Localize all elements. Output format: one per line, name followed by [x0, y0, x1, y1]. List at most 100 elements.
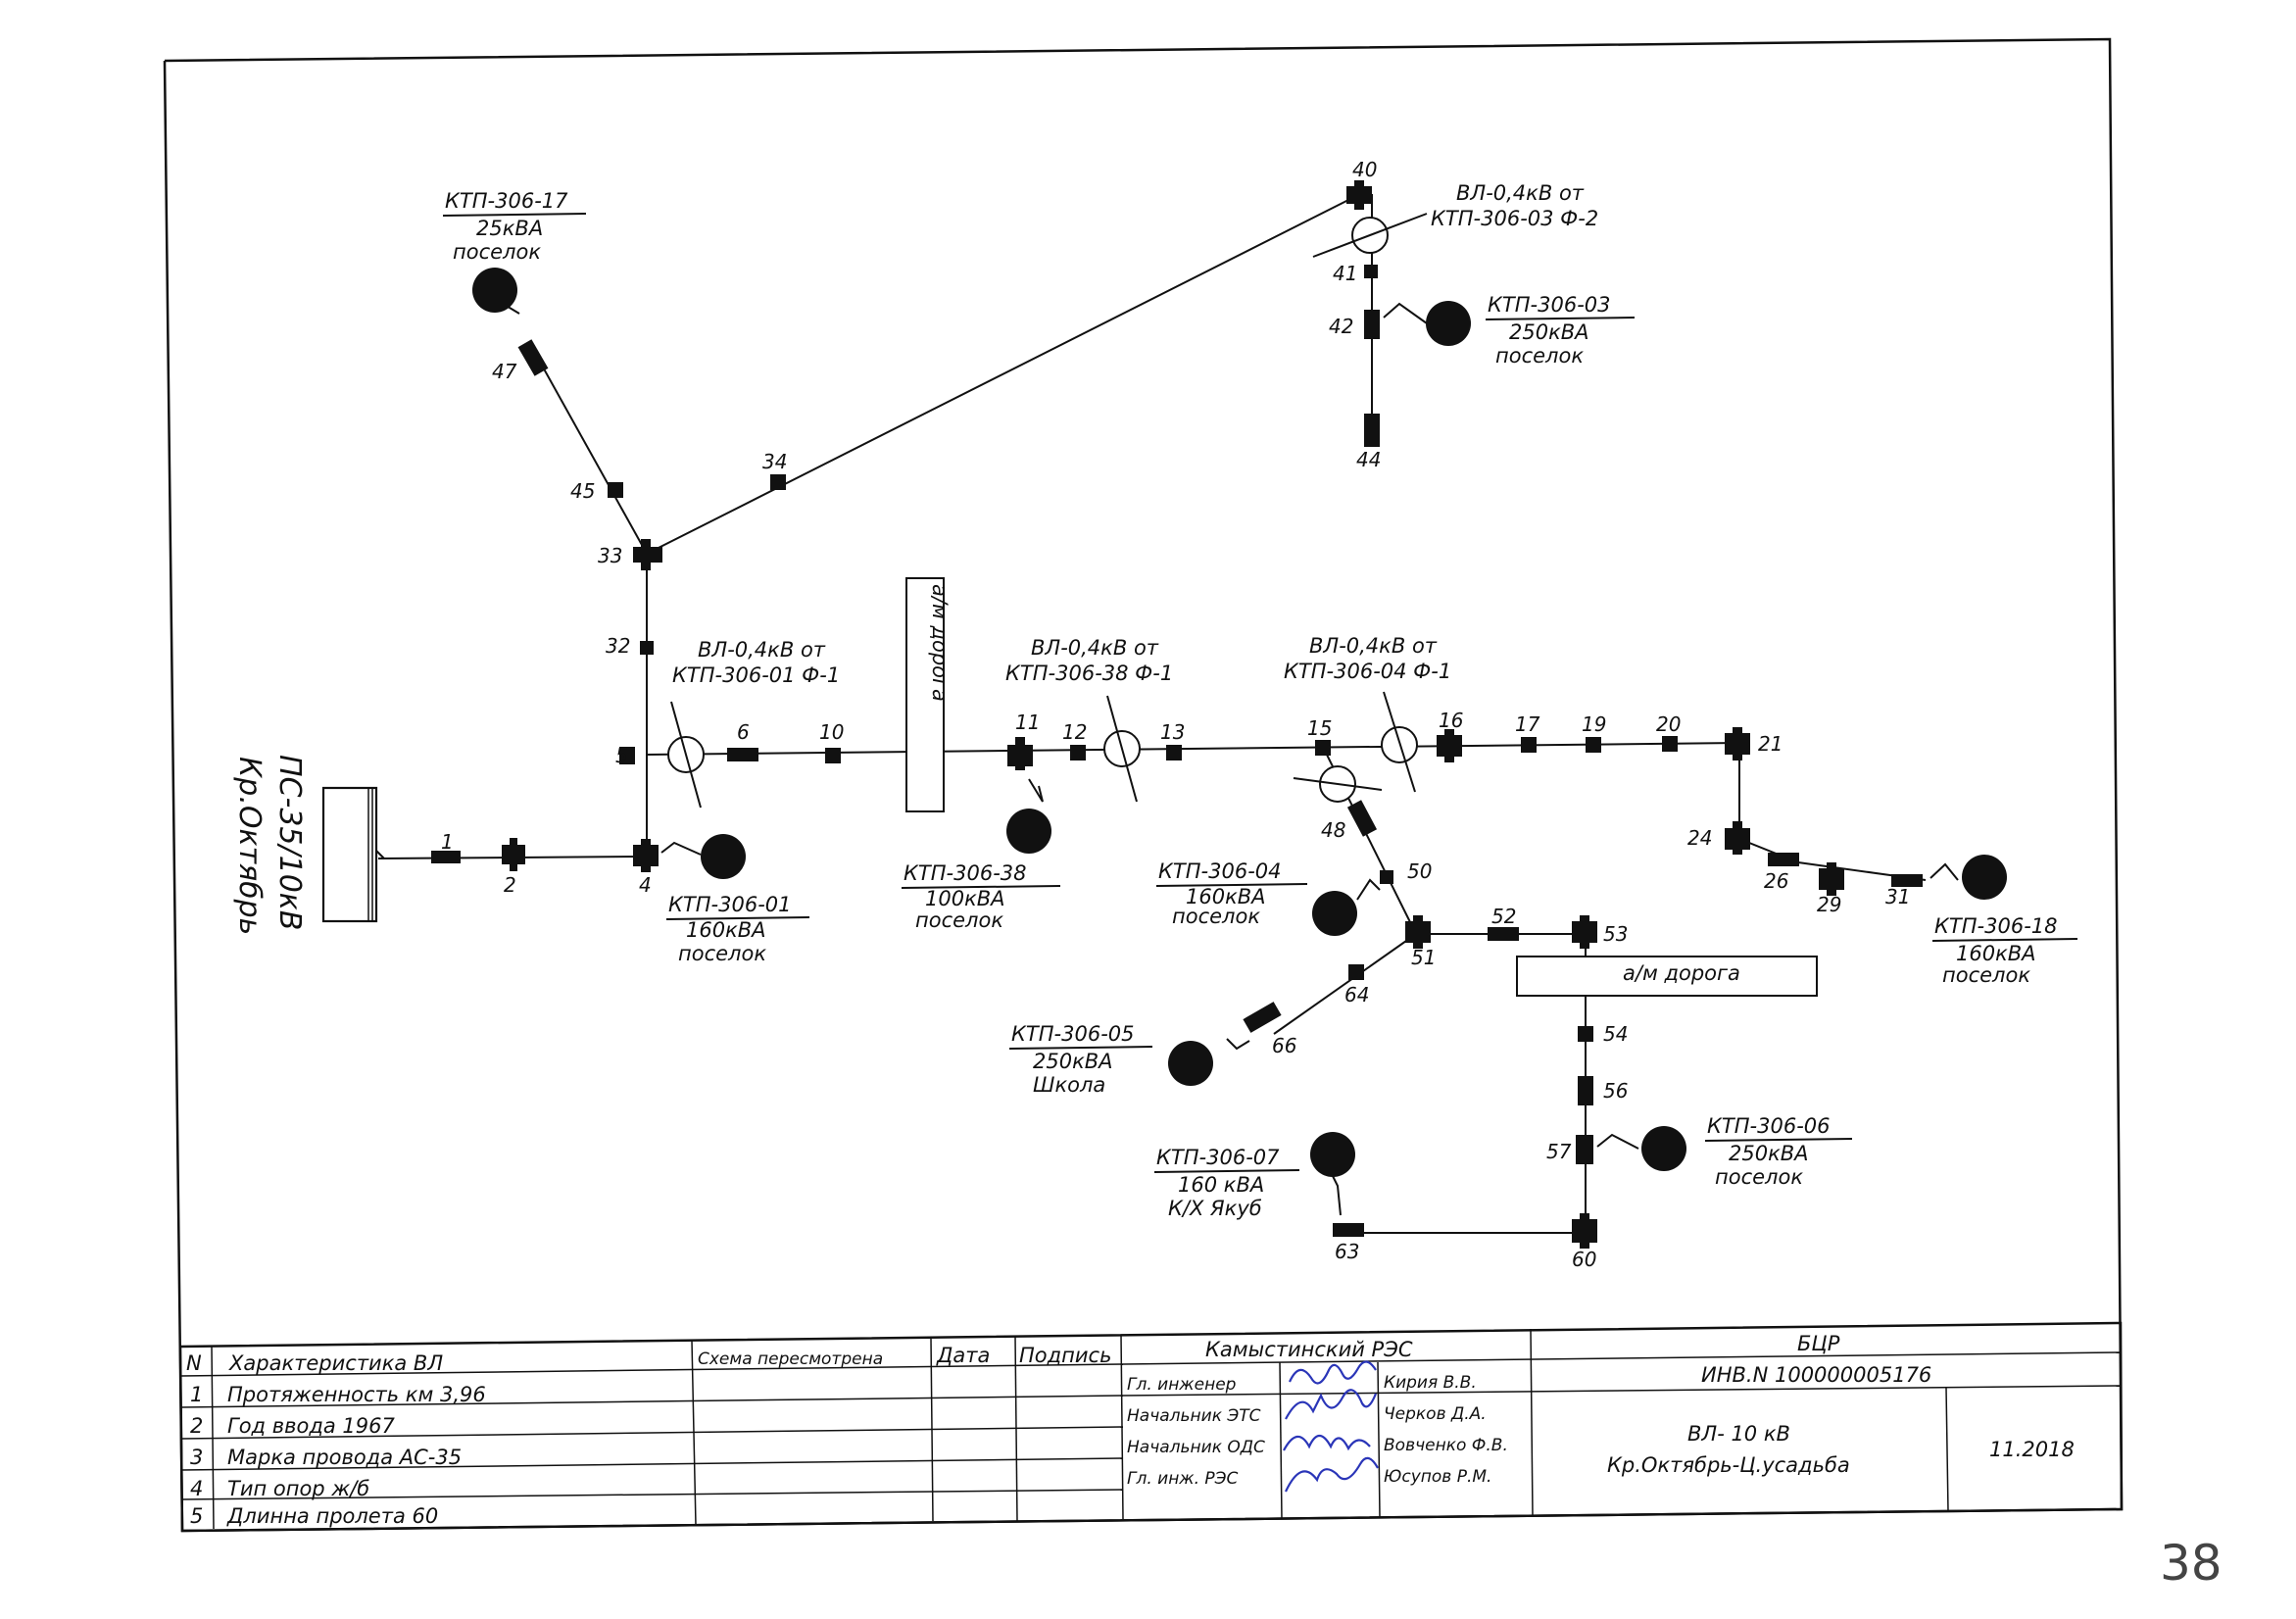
svg-text:250кВА: 250кВА	[1033, 1050, 1113, 1073]
title-block: N Характеристика ВЛ 1 Протяженность км 3…	[178, 1321, 2124, 1533]
ktp-306-18-label: КТП-306-18 160кВА поселок	[1931, 914, 2078, 987]
road-vertical	[905, 577, 945, 812]
svg-text:КТП-306-01: КТП-306-01	[668, 893, 792, 916]
ktp-306-07-label: КТП-306-07 160 кВА К/Х Якуб	[1153, 1146, 1300, 1220]
svg-text:48: 48	[1321, 818, 1345, 842]
svg-text:КТП-306-38 Ф-1: КТП-306-38 Ф-1	[1005, 662, 1173, 685]
ktp-306-01-label: КТП-306-01 160кВА поселок	[665, 893, 810, 965]
svg-text:45: 45	[570, 479, 595, 503]
ktp-306-06-label: КТП-306-06 250кВА поселок	[1704, 1114, 1853, 1189]
svg-text:5: 5	[615, 744, 628, 767]
svg-text:41: 41	[1333, 262, 1357, 285]
svg-text:Гл. инженер: Гл. инженер	[1127, 1375, 1237, 1395]
svg-text:53: 53	[1603, 922, 1628, 946]
substation-label-1: ПС-35/10кВ	[272, 755, 307, 931]
svg-text:БЦР: БЦР	[1797, 1332, 1840, 1355]
road-horizontal-label: а/м дорога	[1623, 961, 1740, 985]
svg-text:32: 32	[606, 634, 630, 658]
svg-text:поселок: поселок	[678, 942, 766, 965]
substation-symbol	[321, 786, 385, 923]
ktp-306-03-label: КТП-306-03 250кВА поселок	[1485, 293, 1636, 368]
ktp-labels: КТП-306-17 25кВА поселок КТП-306-03 250к…	[442, 189, 2078, 1220]
poles	[431, 180, 1923, 1249]
svg-text:Школа: Школа	[1033, 1073, 1105, 1097]
svg-text:66: 66	[1272, 1034, 1296, 1057]
ktp-symbols	[472, 268, 2007, 1177]
ktp-306-17-label: КТП-306-17 25кВА поселок	[442, 189, 587, 264]
road-vertical-label: а/м дорога	[928, 584, 952, 702]
svg-text:1: 1	[441, 830, 454, 854]
svg-text:50: 50	[1407, 859, 1432, 883]
svg-text:Вовченко Ф.В.: Вовченко Ф.В.	[1384, 1436, 1508, 1455]
ktp-306-38-label: КТП-306-38 100кВА поселок	[901, 861, 1061, 932]
svg-text:Протяженность км 3,96: Протяженность км 3,96	[227, 1383, 486, 1406]
svg-text:поселок: поселок	[1172, 905, 1260, 928]
svg-text:21: 21	[1758, 732, 1783, 756]
svg-text:160 кВА: 160 кВА	[1178, 1173, 1264, 1197]
svg-text:19: 19	[1582, 712, 1606, 736]
svg-text:160кВА: 160кВА	[1956, 942, 2036, 965]
svg-text:15: 15	[1307, 716, 1332, 740]
svg-text:47: 47	[492, 360, 517, 383]
svg-text:26: 26	[1764, 869, 1788, 893]
svg-text:13: 13	[1160, 720, 1185, 744]
svg-text:4: 4	[190, 1477, 203, 1500]
svg-text:100кВА: 100кВА	[925, 887, 1005, 910]
svg-text:Дата: Дата	[936, 1344, 990, 1367]
page-number: 38	[2160, 1535, 2223, 1592]
svg-text:К/Х Якуб: К/Х Якуб	[1168, 1197, 1262, 1220]
svg-text:ВЛ- 10 кВ: ВЛ- 10 кВ	[1687, 1422, 1790, 1446]
svg-text:поселок: поселок	[1495, 344, 1584, 368]
svg-text:17: 17	[1515, 712, 1540, 736]
svg-text:160кВА: 160кВА	[1186, 885, 1266, 908]
svg-text:КТП-306-01 Ф-1: КТП-306-01 Ф-1	[672, 663, 840, 687]
svg-text:29: 29	[1817, 893, 1841, 916]
svg-text:ВЛ-0,4кВ от: ВЛ-0,4кВ от	[1031, 636, 1159, 660]
svg-text:250кВА: 250кВА	[1729, 1142, 1809, 1165]
svg-text:КТП-306-03: КТП-306-03	[1488, 293, 1611, 317]
svg-text:40: 40	[1352, 158, 1377, 181]
svg-text:3: 3	[190, 1446, 203, 1469]
svg-text:5: 5	[190, 1504, 203, 1528]
svg-text:160кВА: 160кВА	[686, 918, 766, 942]
svg-text:57: 57	[1546, 1140, 1572, 1163]
svg-text:52: 52	[1491, 905, 1516, 928]
svg-text:КТП-306-04: КТП-306-04	[1158, 859, 1282, 883]
svg-text:Кирия В.В.: Кирия В.В.	[1384, 1373, 1477, 1393]
svg-text:33: 33	[598, 544, 622, 567]
svg-text:Тип опор ж/б: Тип опор ж/б	[227, 1477, 369, 1500]
svg-text:КТП-306-05: КТП-306-05	[1011, 1022, 1135, 1046]
svg-text:64: 64	[1344, 983, 1369, 1006]
svg-text:25кВА: 25кВА	[476, 217, 543, 240]
svg-text:2: 2	[504, 873, 516, 897]
svg-text:Юсупов Р.М.: Юсупов Р.М.	[1384, 1467, 1491, 1487]
svg-text:Длинна пролета 60: Длинна пролета 60	[226, 1504, 438, 1528]
svg-text:6: 6	[737, 720, 750, 744]
svg-text:Марка провода АС-35: Марка провода АС-35	[227, 1446, 462, 1469]
svg-text:11: 11	[1015, 711, 1040, 734]
svg-text:2: 2	[190, 1414, 203, 1438]
svg-text:Схема пересмотрена: Схема пересмотрена	[698, 1349, 883, 1369]
svg-text:10: 10	[819, 720, 844, 744]
svg-text:250кВА: 250кВА	[1509, 320, 1589, 344]
ktp-306-04-label: КТП-306-04 160кВА поселок	[1155, 859, 1308, 928]
svg-text:42: 42	[1329, 315, 1353, 338]
svg-text:Гл. инж. РЭС: Гл. инж. РЭС	[1127, 1469, 1239, 1489]
handwritten-signatures	[1283, 1360, 1379, 1493]
svg-text:24: 24	[1687, 826, 1712, 850]
svg-text:КТП-306-06: КТП-306-06	[1707, 1114, 1831, 1138]
svg-text:63: 63	[1335, 1240, 1359, 1263]
svg-text:поселок: поселок	[453, 240, 541, 264]
svg-text:Подпись: Подпись	[1019, 1344, 1111, 1367]
svg-text:54: 54	[1603, 1022, 1628, 1046]
svg-text:поселок: поселок	[1715, 1165, 1803, 1189]
svg-text:Начальник ОДС: Начальник ОДС	[1127, 1438, 1265, 1457]
svg-text:Черков Д.А.: Черков Д.А.	[1384, 1404, 1487, 1424]
svg-text:60: 60	[1572, 1248, 1596, 1271]
svg-text:КТП-306-38: КТП-306-38	[904, 861, 1027, 885]
svg-text:11.2018: 11.2018	[1989, 1438, 2075, 1461]
svg-text:ВЛ-0,4кВ от: ВЛ-0,4кВ от	[698, 638, 826, 662]
svg-text:Начальник ЭТС: Начальник ЭТС	[1127, 1406, 1261, 1426]
road-horizontal	[1516, 956, 1818, 997]
